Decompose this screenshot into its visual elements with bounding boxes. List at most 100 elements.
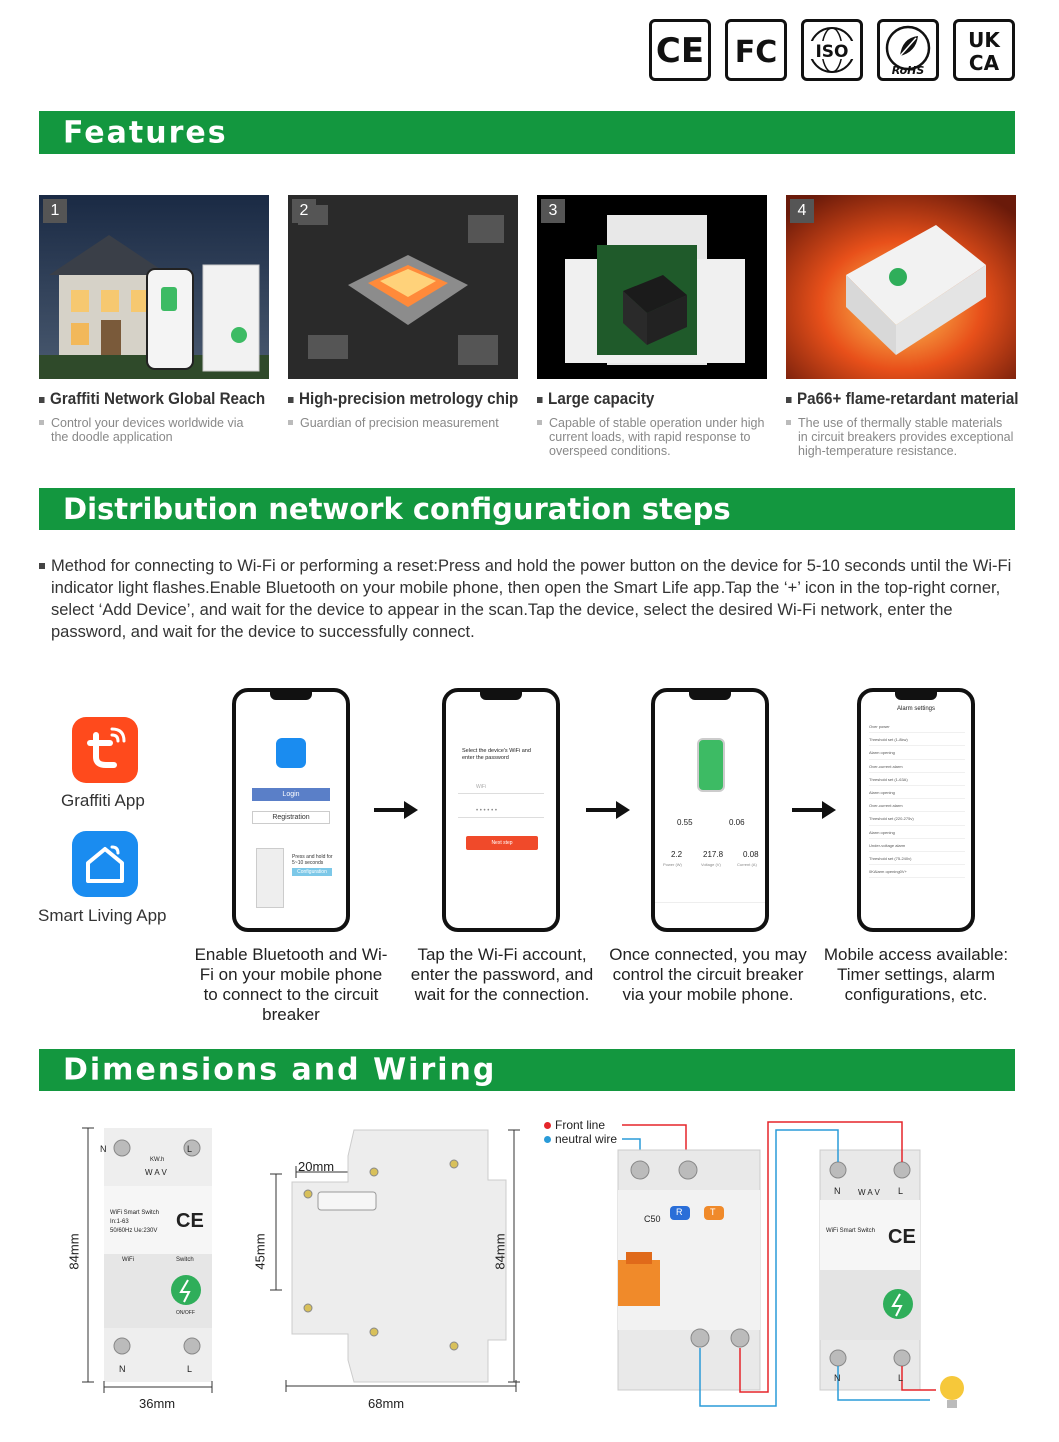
features-banner: Features — [39, 111, 1015, 154]
features-heading: Features — [63, 115, 228, 150]
kwh-label: KW.h — [150, 1157, 165, 1163]
onoff-label: ON/OFF — [176, 1310, 195, 1316]
feature-title: Graffiti Network Global Reach — [39, 390, 265, 409]
svg-text:UK: UK — [968, 28, 1001, 52]
tuya-app-icon — [72, 717, 138, 783]
reading-value: 2.2 — [671, 850, 683, 859]
method-paragraph: Method for connecting to Wi-Fi or perfor… — [39, 555, 1015, 643]
alarm-row[interactable]: Threshold set (220-275v) — [869, 812, 965, 826]
reading-label: Current (A) — [737, 862, 757, 867]
reading-value: 217.8 — [703, 850, 724, 859]
feature-number: 3 — [541, 199, 565, 223]
feature-title: Large capacity — [537, 390, 654, 409]
step-caption: Once connected, you may control the circ… — [609, 945, 807, 1004]
feature-number: 1 — [43, 199, 67, 223]
feature-description: Capable of stable operation under high c… — [537, 416, 765, 458]
registration-button[interactable]: Registration — [252, 811, 330, 824]
c50-label: C50 — [644, 1214, 661, 1224]
alarm-row[interactable]: Threshold set (1-8kw) — [869, 733, 965, 747]
alarm-row[interactable]: Threshold set (75-240v) — [869, 852, 965, 866]
svg-text:ISO: ISO — [815, 42, 848, 62]
smart-living-app-icon — [72, 831, 138, 897]
alarm-row[interactable]: Under-voltage alarm — [869, 839, 965, 852]
alarm-row[interactable]: Alarm opening — [869, 786, 965, 800]
feature-image-house: 1 — [39, 195, 269, 379]
n-label: N — [834, 1186, 841, 1196]
arrow-right-icon — [586, 801, 630, 819]
feature-title: Pa66+ flame-retardant material — [786, 390, 1018, 409]
feature-description: Control your devices worldwide via the d… — [39, 416, 249, 444]
phone-wifi-screen: Select the device's WiFi and enter the p… — [442, 688, 560, 932]
login-button[interactable]: Login — [252, 788, 330, 801]
press-hold-text: Press and hold for 5~10 seconds — [292, 854, 333, 866]
height-dimension: 84mm — [66, 1233, 82, 1270]
alarm-row[interactable]: Alarm opening — [869, 746, 965, 760]
wifi-prompt: Select the device's WiFi and enter the p… — [462, 748, 531, 761]
reading-label: Voltage (V) — [701, 862, 721, 867]
wifi-field[interactable]: WiFi — [458, 784, 544, 794]
reading-value: 0.08 — [743, 850, 759, 859]
smart-living-app-label: Smart Living App — [38, 906, 167, 925]
reading-value: 0.55 — [677, 818, 693, 827]
feature-description: Guardian of precision measurement — [288, 416, 516, 430]
feature-image-flame: 4 — [786, 195, 1016, 379]
l-label: L — [187, 1364, 193, 1374]
alarm-settings-title: Alarm settings — [896, 706, 935, 712]
step-caption: Mobile access available: Timer settings,… — [823, 945, 1009, 1004]
side-height-dimension: 84mm — [492, 1233, 508, 1270]
rohs-mark-icon: RoHS — [877, 19, 939, 81]
phone-login-screen: Login Registration Press and hold for 5~… — [232, 688, 350, 932]
feature-description: The use of thermally stable materials in… — [786, 416, 1014, 458]
width-dim-line — [103, 1381, 213, 1393]
arrow-right-icon — [792, 801, 836, 819]
next-step-button[interactable]: Next step — [466, 836, 538, 850]
step-caption: Enable Bluetooth and Wi-Fi on your mobil… — [194, 945, 388, 1024]
n-label: N — [834, 1373, 841, 1383]
graffiti-app-label: Graffiti App — [61, 791, 145, 810]
feature-number: 4 — [790, 199, 814, 223]
config-chip: Configuration — [292, 868, 332, 876]
feature-title: High-precision metrology chip — [288, 390, 518, 409]
ce-mark: CE — [888, 1226, 916, 1248]
password-field[interactable]: • • • • • • — [458, 808, 544, 818]
small-height-dimension: 45mm — [252, 1233, 268, 1270]
arrow-right-icon — [374, 801, 418, 819]
r-label: R — [676, 1207, 683, 1217]
device-icon — [697, 738, 725, 792]
alarm-row[interactable]: Over-current alarm — [869, 799, 965, 813]
alarm-row[interactable]: 0KAlarm opening0V+ — [869, 865, 965, 879]
home-icon — [276, 738, 306, 768]
small-width-dimension: 20mm — [298, 1159, 335, 1174]
n-label: N — [119, 1364, 126, 1374]
dimensions-heading: Dimensions and Wiring — [63, 1052, 497, 1088]
wav-label: W A V — [145, 1168, 167, 1177]
breaker-thumbnail — [256, 848, 284, 908]
l-label: L — [187, 1144, 193, 1154]
svg-text:FC: FC — [735, 35, 778, 70]
feature-number: 2 — [292, 199, 316, 223]
fcc-mark-icon: FC — [725, 19, 787, 81]
alarm-row[interactable]: Alarm opening — [869, 826, 965, 839]
step-caption: Tap the Wi-Fi account, enter the passwor… — [410, 945, 594, 1004]
t-label: T — [710, 1207, 716, 1217]
svg-text:CE: CE — [656, 31, 704, 71]
alarm-row[interactable]: Over-current alarm — [869, 760, 965, 773]
tab-bar[interactable] — [655, 902, 765, 920]
side-view-drawing — [270, 1129, 520, 1392]
reading-label: Power (W) — [663, 862, 682, 867]
model-label: WiFi Smart Switch — [110, 1210, 160, 1216]
alarm-row[interactable]: Threshold set (1-63A) — [869, 773, 965, 786]
distribution-banner: Distribution network configuration steps — [39, 488, 1015, 530]
svg-text:RoHS: RoHS — [892, 64, 925, 76]
ce-mark: CE — [176, 1210, 204, 1232]
distribution-heading: Distribution network configuration steps — [63, 492, 731, 526]
alarm-row[interactable]: Over power — [869, 720, 965, 734]
wav-label: W A V — [858, 1188, 880, 1197]
n-label: N — [100, 1144, 107, 1154]
wiring-diagram — [617, 1121, 964, 1408]
switch-label: Switch — [176, 1257, 194, 1263]
feature-image-capacity: 3 — [537, 195, 767, 379]
ce-mark-icon: CE — [649, 19, 711, 81]
